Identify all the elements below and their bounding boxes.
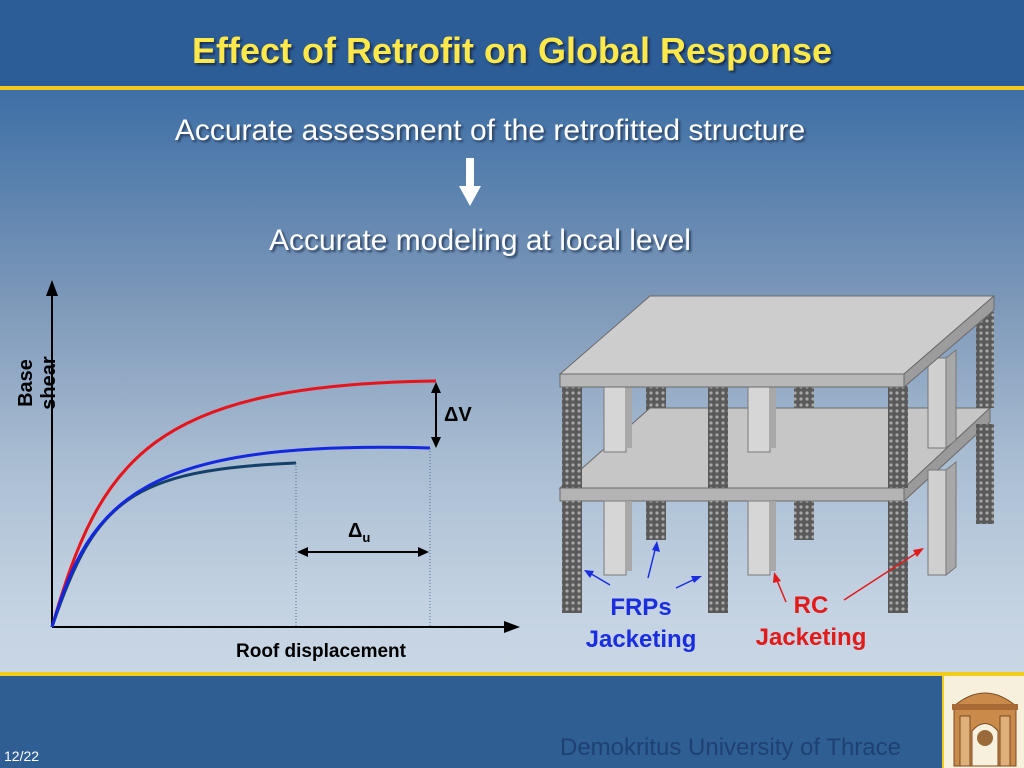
statement-assessment: Accurate assessment of the retrofitted s… <box>174 114 806 147</box>
delta-u-symbol: Δ <box>348 520 363 542</box>
curve-retrofit-rc <box>50 379 437 628</box>
rc-label-line1: RC <box>793 592 829 619</box>
frp-label-line2: Jacketing <box>585 626 697 653</box>
delta-v-dimension <box>431 382 441 448</box>
university-name: Demokritus University of Thrace <box>560 734 901 761</box>
curve-retrofit-frp <box>50 445 431 628</box>
delta-v-label: ΔV <box>444 404 472 426</box>
statement-modeling: Accurate modeling at local level <box>269 224 691 257</box>
x-axis-label: Roof displacement <box>236 641 406 662</box>
rc-callout-arrows <box>773 548 924 603</box>
page-number: 12/22 <box>4 748 40 764</box>
university-logo-icon <box>942 676 1024 768</box>
frp-callout-arrows <box>584 541 702 589</box>
rc-jacketing-label: RC Jacketing <box>736 590 886 654</box>
delta-u-dimension <box>297 547 429 557</box>
footer-bar <box>0 672 1024 768</box>
footer-divider <box>0 672 1024 676</box>
graph-axes <box>46 280 520 633</box>
header-divider <box>0 86 1024 90</box>
frp-jacketing-label: FRPs Jacketing <box>566 592 716 656</box>
rc-label-line2: Jacketing <box>755 624 867 651</box>
delta-u-label: Δu <box>348 520 370 545</box>
delta-u-subscript: u <box>362 530 371 545</box>
frp-label-line1: FRPs <box>610 594 672 621</box>
curve-original <box>50 461 297 628</box>
building-illustration <box>558 294 996 613</box>
slide-title: Effect of Retrofit on Global Response <box>191 30 833 71</box>
y-axis-label: Base shear <box>15 356 60 410</box>
logo-drawing <box>952 692 1018 767</box>
down-arrow-icon <box>459 158 481 206</box>
header-bar <box>0 0 1024 86</box>
guide-lines <box>295 448 431 627</box>
